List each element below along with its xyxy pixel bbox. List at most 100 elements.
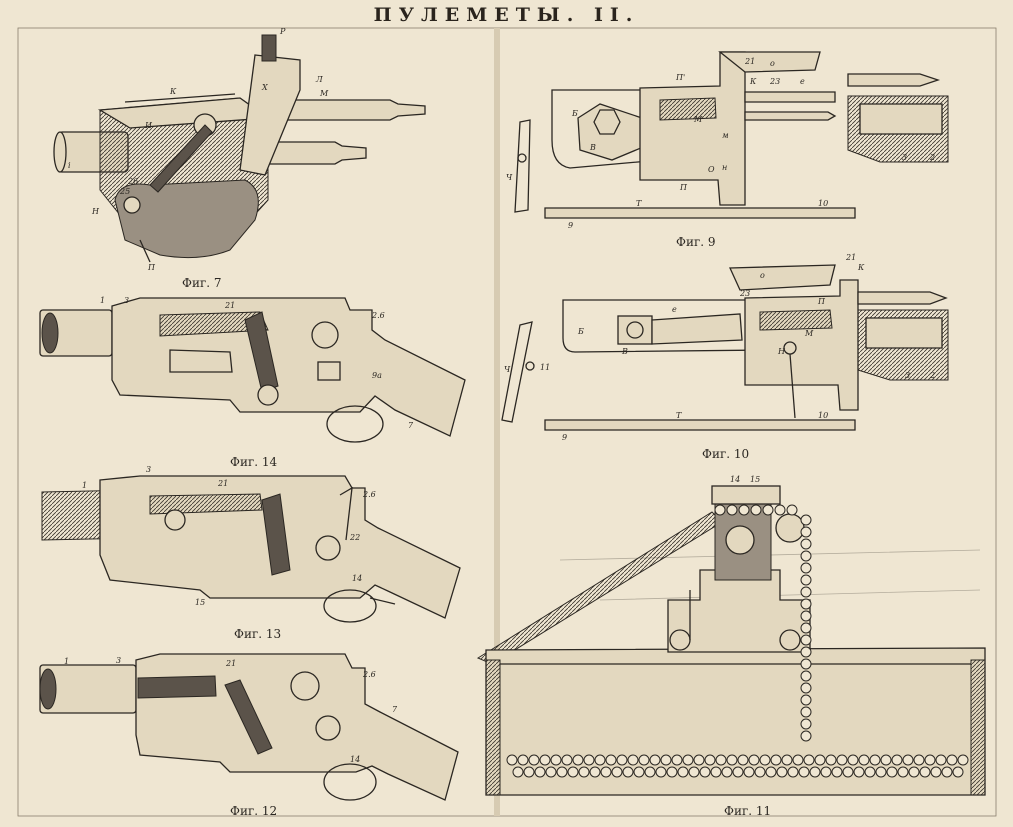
belt-cartridge bbox=[800, 622, 812, 634]
fig7-crank-plate bbox=[114, 179, 259, 259]
belt-cartridge bbox=[600, 766, 612, 778]
fig10-label-11: 11 bbox=[540, 363, 550, 372]
belt-cartridge bbox=[880, 754, 892, 766]
fig10-label-t: Т bbox=[676, 411, 682, 420]
fig14-lever bbox=[244, 311, 279, 393]
fig11-gun-on-box-drawing: 14 15 bbox=[476, 475, 986, 796]
belt-cartridge bbox=[800, 682, 812, 694]
belt-cartridge bbox=[858, 754, 870, 766]
fig10-label-21: 21 bbox=[845, 253, 856, 262]
belt-cartridge bbox=[902, 754, 914, 766]
fig7-label-m: М bbox=[319, 89, 329, 98]
belt-cartridge bbox=[770, 754, 782, 766]
fig13-label-1: 1 bbox=[82, 481, 87, 490]
belt-cartridge bbox=[594, 754, 606, 766]
fig7-barrel-muzzle bbox=[53, 131, 67, 173]
belt-cartridge bbox=[748, 754, 760, 766]
fig14-spring bbox=[169, 349, 233, 373]
belt-cartridge bbox=[798, 766, 810, 778]
fig7-caption: Фиг. 7 bbox=[182, 276, 222, 290]
fig9-cartridge-top bbox=[847, 73, 941, 87]
belt-cartridge bbox=[800, 610, 812, 622]
belt-cartridge bbox=[800, 538, 812, 550]
belt-cartridge bbox=[869, 754, 881, 766]
fig13-label-21: 21 bbox=[217, 479, 228, 488]
fig10-top-plate bbox=[729, 264, 836, 291]
belt-cartridge bbox=[721, 766, 733, 778]
fig10-side-plate bbox=[562, 299, 771, 353]
belt-cartridge bbox=[743, 766, 755, 778]
fig12-muzzle bbox=[39, 668, 57, 710]
belt-cartridge bbox=[726, 754, 738, 766]
belt-cartridge bbox=[583, 754, 595, 766]
fig14-caption: Фиг. 14 bbox=[230, 455, 278, 469]
belt-cartridge bbox=[750, 504, 762, 516]
fig10-gear bbox=[783, 341, 797, 355]
fig14-bolt bbox=[159, 311, 269, 337]
fig10-label-o: о bbox=[760, 271, 765, 280]
belt-cartridge bbox=[762, 504, 774, 516]
belt-cartridge bbox=[786, 504, 798, 516]
fig10-label-b: Б bbox=[577, 327, 584, 336]
fig11-gun-drum bbox=[725, 525, 755, 555]
fig7-label-n: Н bbox=[91, 207, 100, 216]
fig9-label-k: К bbox=[749, 77, 757, 86]
fig11-label-14: 14 bbox=[730, 475, 740, 484]
belt-cartridge bbox=[616, 754, 628, 766]
fig10-label-p: П bbox=[817, 297, 826, 306]
fig14-label-3: 3 bbox=[124, 296, 129, 305]
belt-cartridge bbox=[886, 766, 898, 778]
belt-cartridge bbox=[655, 766, 667, 778]
fig12-label-3: 3 bbox=[116, 656, 121, 665]
fig10-handle-pin bbox=[525, 361, 535, 371]
belt-cartridge bbox=[891, 754, 903, 766]
fig7-top-rail bbox=[124, 93, 236, 103]
belt-cartridge bbox=[765, 766, 777, 778]
fig11-caption: Фиг. 11 bbox=[724, 804, 772, 818]
fig7-label-p: П bbox=[147, 263, 156, 272]
fig11-cartridge-belt bbox=[506, 504, 969, 778]
fig12-label-1: 1 bbox=[64, 657, 69, 666]
belt-cartridge bbox=[550, 754, 562, 766]
belt-cartridge bbox=[800, 718, 812, 730]
fig9-label-b: Б bbox=[571, 109, 578, 118]
fig14-label-9a: 9a bbox=[372, 371, 382, 380]
belt-cartridge bbox=[776, 766, 788, 778]
fig12-label-7: 7 bbox=[392, 705, 398, 714]
fig12-label-21: 21 bbox=[225, 659, 236, 668]
belt-cartridge bbox=[800, 730, 812, 742]
fig9-label-o-cap: О bbox=[708, 165, 715, 174]
belt-cartridge bbox=[754, 766, 766, 778]
fig13-trigger-guard bbox=[323, 589, 377, 623]
belt-cartridge bbox=[952, 766, 964, 778]
fig9-label-21: 21 bbox=[744, 57, 755, 66]
fig9-chamber bbox=[859, 103, 943, 135]
fig11-mount-wheel-right bbox=[779, 629, 801, 651]
belt-cartridge bbox=[864, 766, 876, 778]
fig7-label-i-cap: И bbox=[144, 121, 153, 130]
fig9-hex-nut bbox=[593, 109, 621, 135]
fig7-lever bbox=[239, 54, 301, 176]
belt-cartridge bbox=[809, 766, 821, 778]
fig10-mechanism-drawing: Б В Ч 11 Т П 21 К о 23 е М Н 3 2 9 10 bbox=[501, 253, 949, 442]
belt-cartridge bbox=[523, 766, 535, 778]
fig9-handle bbox=[514, 119, 531, 213]
fig13-label-3: 3 bbox=[146, 465, 151, 474]
belt-cartridge bbox=[831, 766, 843, 778]
fig9-breech bbox=[639, 51, 746, 206]
fig10-handle bbox=[501, 321, 533, 423]
fig9-label-n: н bbox=[722, 163, 727, 172]
fig13-trigger bbox=[369, 597, 396, 605]
fig13-label-22: 22 bbox=[349, 533, 360, 542]
belt-cartridge bbox=[800, 670, 812, 682]
belt-cartridge bbox=[561, 754, 573, 766]
belt-cartridge bbox=[528, 754, 540, 766]
belt-cartridge bbox=[800, 562, 812, 574]
belt-cartridge bbox=[800, 706, 812, 718]
belt-cartridge bbox=[759, 754, 771, 766]
fig10-link bbox=[789, 353, 796, 419]
fig10-caption: Фиг. 10 bbox=[702, 447, 750, 461]
fig10-label-n: Н bbox=[777, 347, 786, 356]
fig13-label-14: 14 bbox=[352, 574, 362, 583]
